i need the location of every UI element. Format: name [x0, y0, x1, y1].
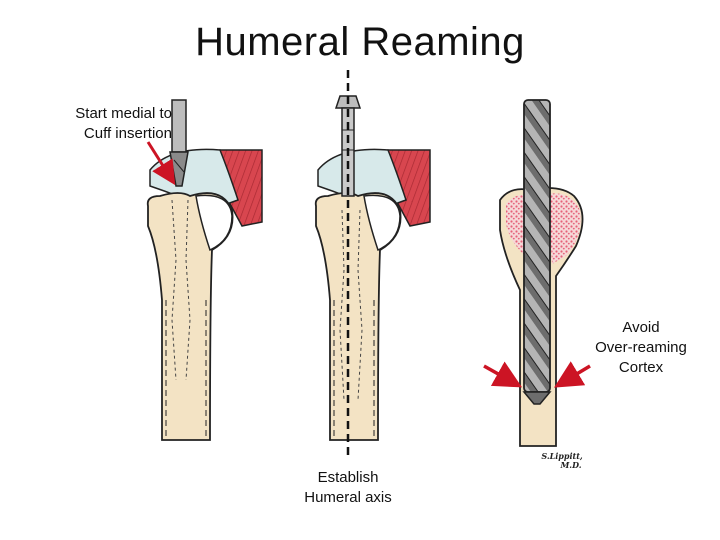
- cortex-arrow-right: [553, 361, 591, 388]
- panel-start-point: [146, 99, 263, 441]
- label-avoid-overreaming: Avoid Over-reaming Cortex: [586, 318, 696, 378]
- reamer: [522, 99, 552, 405]
- label-establish-axis-line-2: Humeral axis: [304, 489, 392, 506]
- label-establish-axis-line-1: Establish: [317, 469, 379, 486]
- slide-title: Humeral Reaming: [195, 20, 525, 64]
- label-start-medial: Start medial to Cuff insertion: [42, 104, 172, 144]
- start-point-arrow: [146, 141, 176, 186]
- humerus-bone: [146, 192, 234, 441]
- humerus-bone: [314, 192, 402, 441]
- label-start-medial-line-1: Start medial to: [75, 105, 172, 122]
- label-avoid-line-3: Cortex: [618, 359, 664, 376]
- label-establish-axis: Establish Humeral axis: [288, 468, 408, 508]
- label-avoid-line-1: Avoid: [622, 319, 660, 336]
- artist-signature: S.Lippitt, M.D.: [534, 452, 590, 470]
- panel-reaming: [483, 99, 591, 447]
- signature-line-1: S.Lippitt,: [541, 451, 583, 461]
- signature-line-2: M.D.: [560, 460, 582, 470]
- panel-establish-axis: [314, 70, 431, 460]
- label-start-medial-line-2: Cuff insertion: [83, 125, 172, 142]
- cortex-arrow-left: [483, 361, 523, 388]
- label-avoid-line-2: Over-reaming: [595, 339, 687, 356]
